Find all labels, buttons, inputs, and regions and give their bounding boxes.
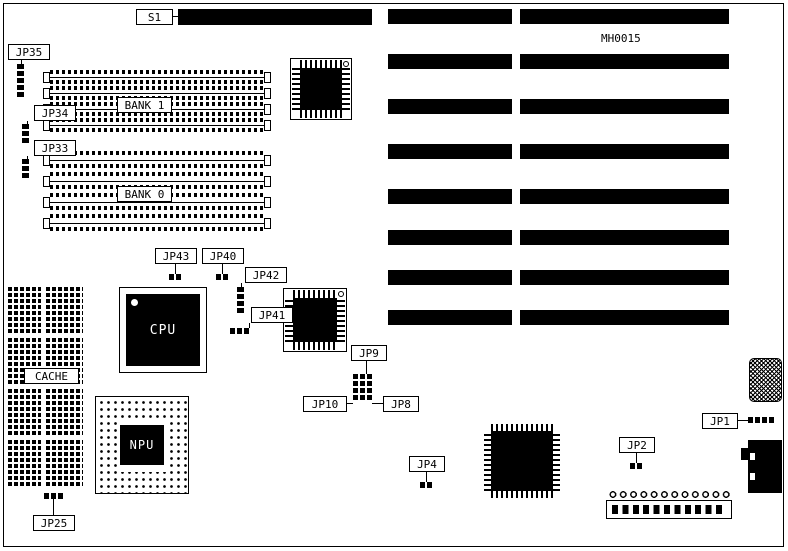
lead-line: [347, 403, 353, 404]
cache-socket-block: [46, 285, 83, 333]
jp25-jumper: [44, 493, 63, 499]
qfp-chip-body: [300, 68, 342, 110]
cache-socket-block: [8, 387, 41, 435]
lead-line: [27, 156, 28, 159]
multipin-connector-pins-round: [608, 489, 732, 500]
simm-socket-row: [43, 86, 271, 100]
lead-line: [27, 121, 28, 124]
jp2-jumper: [630, 463, 642, 469]
cache-socket-block: [8, 438, 41, 486]
expansion-slot-bar: [388, 310, 512, 325]
bank0-label: BANK 0: [117, 186, 172, 202]
keyboard-connector: [749, 358, 782, 402]
pin1-dot: [343, 61, 349, 67]
power-connector: [748, 440, 782, 493]
expansion-slot-bar: [520, 99, 729, 114]
lead-line: [175, 264, 176, 274]
lead-line: [372, 403, 383, 404]
jp9-jp10-jp8-jumper-block: [353, 374, 372, 400]
npu-socket: NPU: [95, 396, 189, 494]
expansion-slot-bar: [388, 270, 512, 285]
lead-line: [426, 472, 427, 482]
expansion-slot-bar: [520, 144, 729, 159]
jp43-jumper: [169, 274, 181, 280]
qfp-chip-body: [491, 431, 553, 491]
multipin-connector: [606, 500, 732, 519]
cache-label: CACHE: [24, 368, 79, 384]
lead-line: [222, 264, 223, 274]
jp2-label: JP2: [619, 437, 655, 453]
expansion-slot-bar: [520, 310, 729, 325]
qfp-chip-mid: [283, 288, 347, 352]
cpu-label: CPU: [149, 322, 177, 338]
jp34-label: JP34: [34, 105, 76, 121]
lead-line: [366, 361, 367, 374]
lead-line: [173, 16, 178, 17]
jp40-label: JP40: [202, 248, 244, 264]
jp4-label: JP4: [409, 456, 445, 472]
jp43-label: JP43: [155, 248, 197, 264]
qfp-chip-top: [290, 58, 352, 120]
part-number-text: MH0015: [601, 32, 641, 45]
pin1-dot: [338, 291, 344, 297]
bank1-label: BANK 1: [117, 97, 172, 113]
expansion-slot-bar: [388, 189, 512, 204]
jp40-jumper: [216, 274, 228, 280]
jp25-label: JP25: [33, 515, 75, 531]
expansion-slot-bar: [520, 230, 729, 245]
simm-socket-row: [43, 151, 271, 168]
lead-line: [241, 283, 242, 287]
simm-socket-row: [43, 118, 271, 132]
simm-socket-row: [43, 214, 271, 231]
expansion-slot-bar: [388, 9, 512, 24]
cache-socket-block: [8, 285, 41, 333]
s1-slot: [178, 9, 372, 25]
cache-socket-block: [46, 387, 83, 435]
jp35-jumper: [17, 64, 24, 97]
jp10-label: JP10: [303, 396, 347, 412]
expansion-slot-bar: [388, 99, 512, 114]
qfp-chip-bottom: [484, 424, 560, 498]
jp9-label: JP9: [351, 345, 387, 361]
jp33-label: JP33: [34, 140, 76, 156]
power-connector-tab: [741, 448, 749, 460]
jp1-label: JP1: [702, 413, 738, 429]
power-connector-notch: [750, 473, 755, 480]
jp42-label: JP42: [245, 267, 287, 283]
expansion-slot-bar: [520, 270, 729, 285]
cache-socket-block: [46, 438, 83, 486]
npu-label: NPU: [129, 438, 155, 452]
jp1-jumper: [748, 417, 774, 423]
jp41-label: JP41: [251, 307, 293, 323]
cpu-chip: CPU: [119, 287, 207, 373]
board-outline: [3, 3, 784, 547]
jp34-jumper: [22, 124, 29, 143]
lead-line: [636, 453, 637, 463]
power-connector-notch: [750, 453, 755, 460]
expansion-slot-bar: [520, 189, 729, 204]
lead-line: [21, 60, 22, 64]
expansion-slot-bar: [388, 144, 512, 159]
cpu-body: CPU: [126, 294, 200, 366]
jp33-jumper: [22, 159, 29, 178]
expansion-slot-bar: [520, 9, 729, 24]
simm-socket-row: [43, 172, 271, 189]
lead-line: [53, 499, 54, 515]
jp4-jumper: [420, 482, 432, 488]
lead-line: [249, 323, 250, 328]
lead-line: [738, 420, 748, 421]
pin1-notch: [131, 299, 138, 306]
simm-socket-row: [43, 70, 271, 84]
jp42-jumper: [237, 287, 244, 313]
expansion-slot-bar: [520, 54, 729, 69]
jp8-label: JP8: [383, 396, 419, 412]
s1-label: S1: [136, 9, 173, 25]
jp35-label: JP35: [8, 44, 50, 60]
npu-body: NPU: [120, 425, 164, 465]
expansion-slot-bar: [388, 54, 512, 69]
jp41-jumper: [230, 328, 249, 334]
expansion-slot-bar: [388, 230, 512, 245]
qfp-chip-body: [293, 298, 337, 342]
